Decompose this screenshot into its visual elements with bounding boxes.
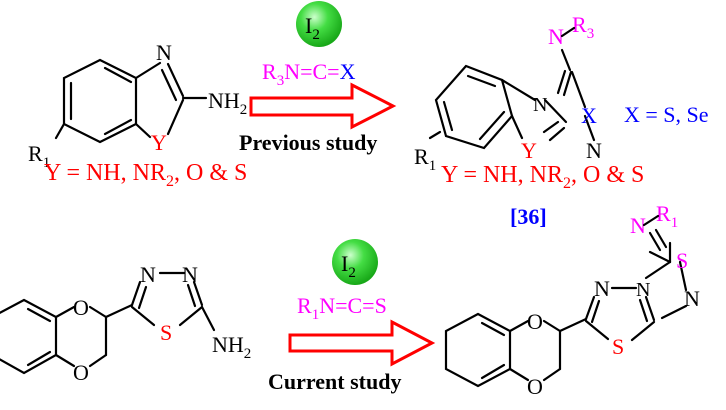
start-material-benzazole: N Y NH2 R1 Y = NH, NR2, O & S — [28, 40, 247, 190]
catalyst-label-bottom: I2 — [341, 251, 356, 281]
substituent-r1: R1 — [28, 141, 50, 171]
product-oxygen-2: O — [527, 374, 543, 399]
start-material-benzodioxane-thiadiazole: O O N N S NH2 — [0, 262, 251, 385]
oxygen-1: O — [73, 295, 89, 320]
imine-r3: R3 — [572, 12, 594, 42]
catalyst-label: I2 — [305, 13, 320, 43]
catalyst-iodine-top: I2 — [296, 1, 342, 47]
ring-n2-label: N — [586, 138, 602, 163]
amine-group-bottom: NH2 — [212, 332, 251, 362]
product-nitrogen-3: N — [684, 286, 700, 311]
ring-x-label: X — [581, 103, 597, 128]
product-sulfur-1: S — [612, 334, 624, 359]
imine-n-label-bottom: N — [630, 213, 646, 238]
reagent-isothiocyanate-bottom: R1N=C=S — [297, 293, 387, 323]
amine-group: NH2 — [208, 88, 247, 118]
imine-n-label: N — [548, 24, 564, 49]
current-study-label: Current study — [268, 369, 401, 394]
ring-n1-label: N — [533, 94, 547, 116]
product-previous-study: N R3 N X N Y R1 X = S, Se Y = NH, NR2, O… — [414, 12, 709, 192]
reaction-arrow-top — [249, 82, 397, 130]
reagent-isothiocyanate-top: R3N=C=X — [262, 59, 356, 89]
atom-y-label: Y — [151, 130, 167, 155]
previous-study-label: Previous study — [239, 130, 377, 155]
oxygen-2: O — [73, 360, 89, 385]
product-oxygen-1: O — [527, 309, 543, 334]
imine-r1: R1 — [656, 201, 678, 231]
nitrogen-1: N — [140, 262, 156, 287]
product-nitrogen-2: N — [636, 279, 650, 301]
reference-36: [36] — [510, 204, 547, 229]
y-definition-left: Y = NH, NR2, O & S — [44, 160, 247, 190]
y-definition-right: Y = NH, NR2, O & S — [441, 162, 644, 192]
atom-y-label-product: Y — [521, 138, 537, 163]
sulfur-atom: S — [160, 320, 172, 345]
reaction-arrow-bottom — [288, 319, 436, 367]
product-nitrogen-1: N — [594, 276, 610, 301]
substituent-r1-product: R1 — [414, 144, 436, 174]
x-definition: X = S, Se — [624, 102, 709, 127]
product-current-study: N R1 O O N N N S S — [444, 201, 700, 399]
catalyst-iodine-bottom: I2 — [332, 239, 378, 285]
product-sulfur-2: S — [676, 248, 688, 273]
nitrogen-2: N — [182, 262, 198, 287]
atom-n-label: N — [156, 40, 172, 65]
